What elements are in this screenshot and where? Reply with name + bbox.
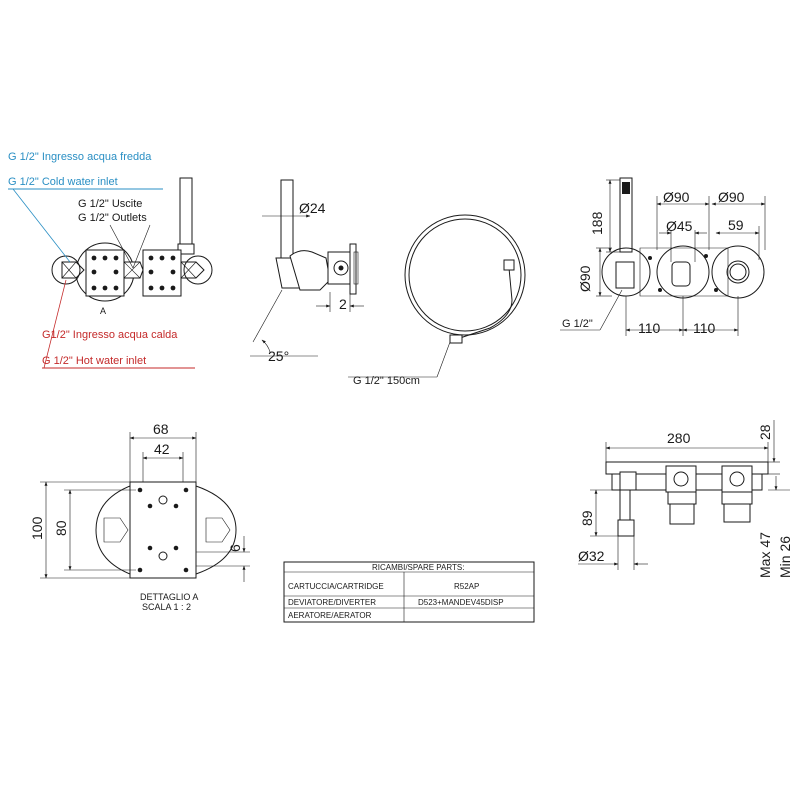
- hose-label: G 1/2" 150cm: [353, 375, 420, 387]
- detail-height-inner: 80: [53, 520, 69, 536]
- front-view: 188 Ø90 Ø90 Ø90 Ø45 59 110 110 G: [560, 177, 766, 336]
- spare-part-code: R52AP: [454, 582, 479, 591]
- plate-view: A G 1/2" Ingresso acqua fredda G 1/2" Co…: [8, 151, 213, 369]
- outlets-label-en: G 1/2" Outlets: [78, 212, 147, 224]
- front-top-dia-1: Ø90: [663, 189, 690, 205]
- front-connection-label: G 1/2": [562, 318, 593, 330]
- plan-view: 280 28 89 Ø32 Max 47 Min 26: [578, 420, 793, 578]
- front-handshower: [619, 177, 633, 253]
- cold-water-label-en: G 1/2" Cold water inlet: [8, 176, 118, 188]
- detail-scale: SCALA 1 : 2: [142, 602, 191, 612]
- plan-spout-dim: 89: [579, 510, 595, 526]
- front-plate-dia-dim: Ø90: [577, 265, 593, 292]
- detail-a-view: 68 42 100 80 6 DETTAGLIO A SCALA 1 : 2: [29, 421, 250, 612]
- side-dia-dim: Ø24: [299, 200, 326, 216]
- detail-width-inner: 42: [154, 441, 170, 457]
- detail-marker: A: [100, 306, 106, 316]
- cold-water-label-it: G 1/2" Ingresso acqua fredda: [8, 151, 152, 163]
- hose-view: G 1/2" 150cm: [348, 214, 526, 387]
- detail-thickness: 6: [227, 544, 243, 552]
- side-depth-dim: 2: [339, 296, 347, 312]
- detail-title: DETTAGLIO A: [140, 592, 198, 602]
- side-view: Ø24 2 25°: [250, 179, 364, 364]
- spare-parts-title: RICAMBI/SPARE PARTS:: [372, 563, 464, 572]
- front-top-dia-2: Ø90: [718, 189, 745, 205]
- detail-width-outer: 68: [153, 421, 169, 437]
- plan-max-dim: Max 47: [757, 532, 773, 578]
- front-center-dia: Ø45: [666, 218, 693, 234]
- spare-part-name: CARTUCCIA/CARTRIDGE: [288, 582, 384, 591]
- front-spacing-2: 110: [693, 320, 716, 336]
- plan-width-dim: 280: [667, 430, 691, 446]
- front-right-dim: 59: [728, 217, 744, 233]
- side-handshower: [280, 179, 294, 259]
- detail-height-outer: 100: [29, 516, 45, 540]
- spare-part-code: D523+MANDEV45DISP: [418, 598, 504, 607]
- hot-water-label-en: G 1/2" Hot water inlet: [42, 355, 146, 367]
- handshower-column: [179, 177, 193, 247]
- plan-dia-dim: Ø32: [578, 548, 605, 564]
- front-spacing-1: 110: [638, 320, 661, 336]
- spare-part-name: DEVIATORE/DIVERTER: [288, 598, 376, 607]
- side-angle-dim: 25°: [268, 348, 289, 364]
- spare-parts-table: RICAMBI/SPARE PARTS: CARTUCCIA/CARTRIDGE…: [283, 561, 535, 623]
- outlets-label-it: G 1/2" Uscite: [78, 198, 142, 210]
- spare-part-name: AERATORE/AERATOR: [288, 611, 372, 620]
- hot-water-label-it: G1/2" Ingresso acqua calda: [42, 329, 178, 341]
- plan-min-dim: Min 26: [777, 536, 793, 578]
- front-height-dim: 188: [589, 211, 605, 235]
- detail-plate: [129, 481, 197, 579]
- plan-top-dim: 28: [757, 424, 773, 440]
